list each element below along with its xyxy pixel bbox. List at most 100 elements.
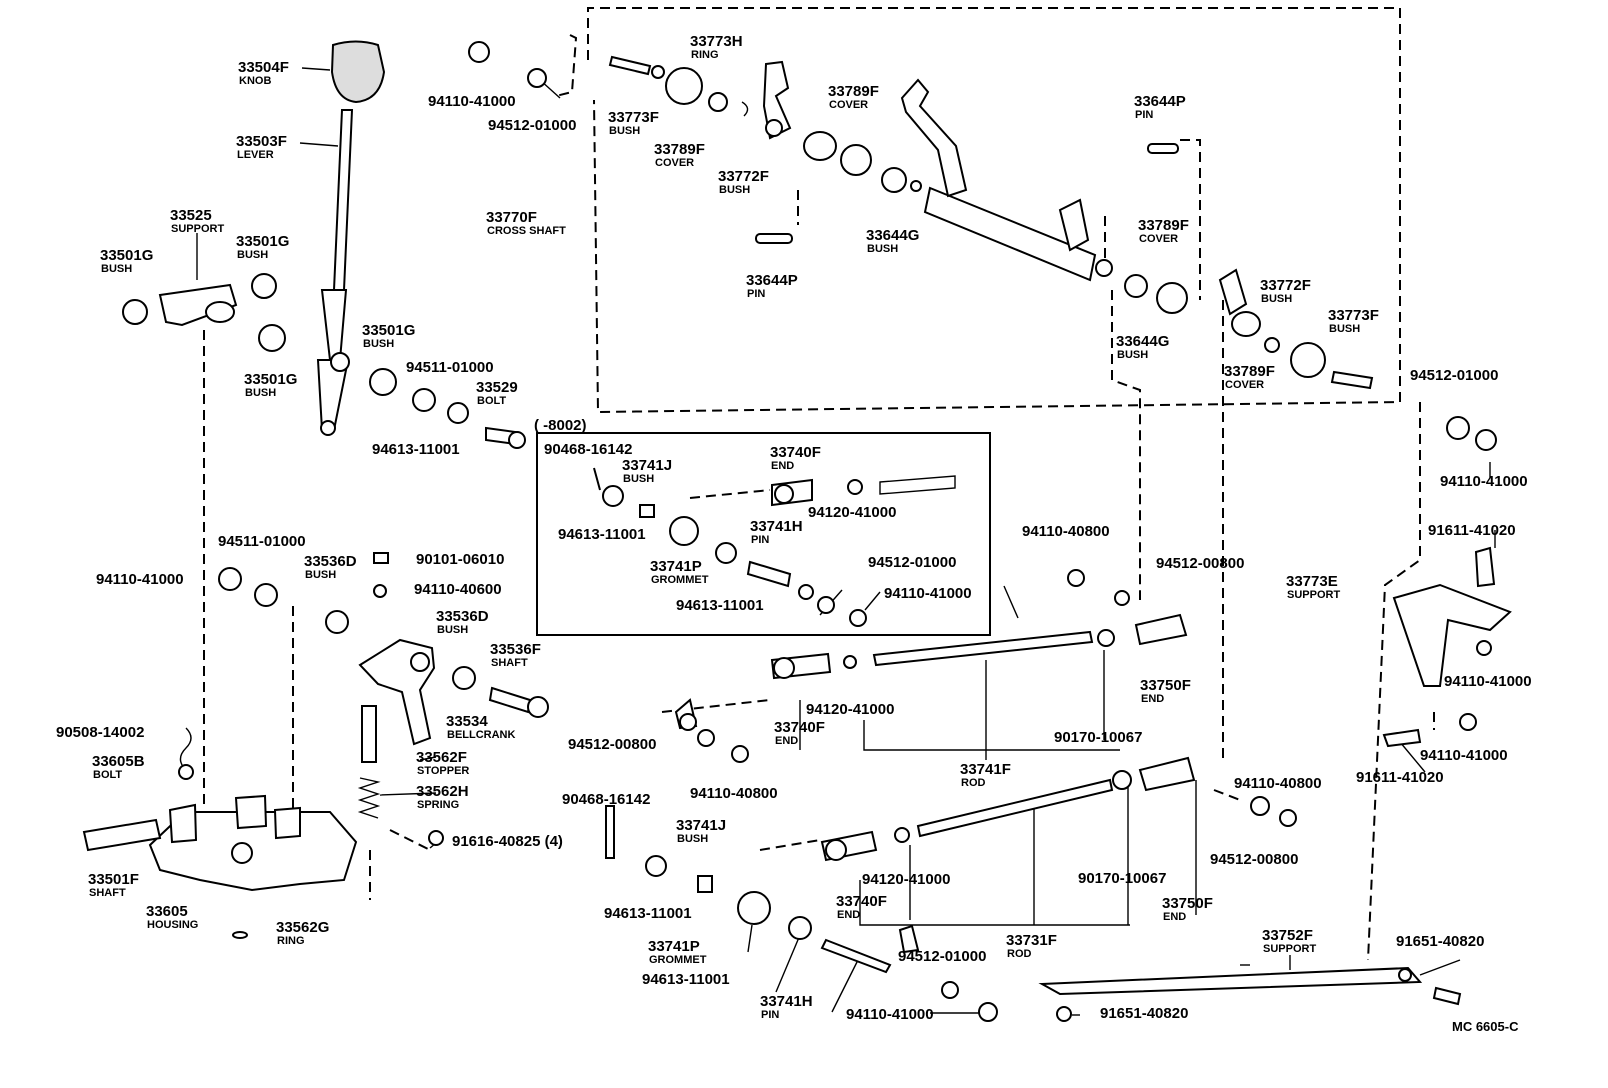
part-name: BUSH <box>677 833 708 845</box>
part-name: CROSS SHAFT <box>487 225 566 237</box>
part-number: 94511-01000 <box>406 359 494 376</box>
part-name: BUSH <box>305 569 336 581</box>
part-number: 90170-10067 <box>1078 870 1166 887</box>
part-number: 91651-40820 <box>1396 933 1484 950</box>
part-number: 33501G <box>236 233 289 250</box>
part-name: END <box>775 735 798 747</box>
part-number: 94613-11001 <box>642 971 730 988</box>
part-number: 33740F <box>774 719 825 736</box>
part-name: BUSH <box>245 387 276 399</box>
part-name: SPRING <box>417 799 459 811</box>
part-number: 33501F <box>88 871 139 888</box>
part-number: 33740F <box>770 444 821 461</box>
rod-33731F-shape <box>916 778 1114 838</box>
part-label: 94110-41000 <box>96 571 184 588</box>
diagram-code: MC 6605-C <box>1452 1019 1519 1034</box>
spring-shape <box>357 777 381 819</box>
part-label: 94613-11001 <box>676 597 764 614</box>
part-number: 33644G <box>866 227 919 244</box>
part-name: SUPPORT <box>1287 589 1340 601</box>
part-number: 33562H <box>416 783 469 800</box>
part-label: 91611-41020 <box>1356 769 1444 786</box>
part-name: END <box>837 909 860 921</box>
part-name: BUSH <box>867 243 898 255</box>
part-number: 33789F <box>1138 217 1189 234</box>
part-number: 94110-41000 <box>1444 673 1532 690</box>
part-number: 33562G <box>276 919 329 936</box>
part-label: 94110-40800 <box>1022 523 1110 540</box>
part-name: BUSH <box>623 473 654 485</box>
part-number: 33741P <box>648 938 700 955</box>
part-number: 33534 <box>446 713 488 730</box>
part-number: 94110-40800 <box>1234 775 1322 792</box>
part-number: 33750F <box>1162 895 1213 912</box>
part-label: 94120-41000 <box>806 701 894 718</box>
part-number: 91616-40825 (4) <box>452 833 563 850</box>
part-label: 94110-40600 <box>414 581 502 598</box>
part-labels: 33504FKNOB33503FLEVER33525SUPPORT33501GB… <box>56 33 1532 1023</box>
part-name: BUSH <box>609 125 640 137</box>
assembly-outline-lines <box>203 7 1435 961</box>
part-label: 94512-00800 <box>568 736 656 753</box>
part-name: HOUSING <box>147 919 198 931</box>
part-number: 90508-14002 <box>56 724 144 741</box>
part-name: BELLCRANK <box>447 729 515 741</box>
gear-shift-parts <box>82 40 549 939</box>
part-label: 94512-01000 <box>868 554 956 571</box>
leader-lines <box>196 67 1496 1016</box>
part-name: SHAFT <box>491 657 528 669</box>
part-number: 33529 <box>476 379 518 396</box>
part-label: 94110-41000 <box>846 1006 934 1023</box>
knob-shape <box>330 40 386 104</box>
part-number: 33536D <box>304 553 357 570</box>
part-number: 90170-10067 <box>1054 729 1142 746</box>
part-name: BUSH <box>437 624 468 636</box>
part-label: 94512-01000 <box>898 948 986 965</box>
part-number: 94110-41000 <box>846 1006 934 1023</box>
part-name: SUPPORT <box>1263 943 1316 955</box>
part-name: BUSH <box>719 184 750 196</box>
part-number: 94512-01000 <box>488 117 576 134</box>
part-number: 94512-01000 <box>1410 367 1498 384</box>
part-number: 33752F <box>1262 927 1313 944</box>
part-number: 33741H <box>750 518 803 535</box>
part-number: 33536D <box>436 608 489 625</box>
part-label: 94120-41000 <box>808 504 896 521</box>
shaft-shape <box>82 818 162 852</box>
part-label: 94512-00800 <box>1156 555 1244 572</box>
part-number: 33503F <box>236 133 287 150</box>
part-number: 33605 <box>146 903 188 920</box>
part-name: END <box>1163 911 1186 923</box>
part-label: 94110-41000 <box>1420 747 1508 764</box>
part-number: 33644P <box>746 272 798 289</box>
part-name: LEVER <box>237 149 274 161</box>
part-label: 94110-41000 <box>884 585 972 602</box>
part-name: KNOB <box>239 75 271 87</box>
part-number: 94110-41000 <box>428 93 516 110</box>
part-number: 94512-00800 <box>568 736 656 753</box>
part-number: 33731F <box>1006 932 1057 949</box>
part-number: 94110-40800 <box>690 785 778 802</box>
part-label: 94110-40800 <box>1234 775 1322 792</box>
